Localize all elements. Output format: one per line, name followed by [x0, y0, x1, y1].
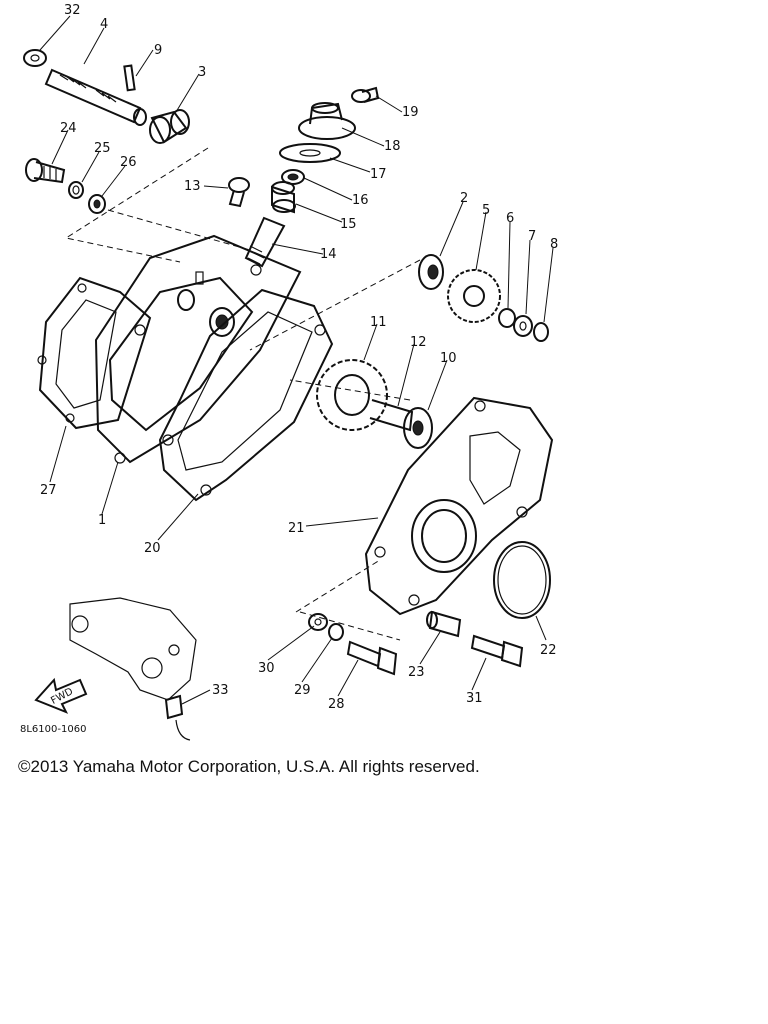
part-28-bolt: [346, 640, 398, 676]
part-13-screw: [228, 177, 250, 208]
part-11-gear: [316, 359, 388, 431]
part-24-bolt: [25, 158, 66, 184]
callout-18: 18: [384, 139, 401, 154]
callout-26: 26: [120, 155, 137, 170]
callout-16: 16: [352, 193, 369, 208]
callout-2: 2: [460, 191, 468, 206]
drawing-code: 8L6100-1060: [20, 724, 86, 735]
part-20-gasket: [158, 288, 334, 502]
part-9-pin: [123, 64, 136, 92]
callout-6: 6: [506, 211, 514, 226]
part-5-sprocket: [447, 269, 501, 323]
parts-exploded-diagram: 32 4 9 3 24 25 26 19 18 17 16 15 14 13 2…: [20, 3, 558, 741]
callout-30: 30: [258, 661, 275, 676]
part-8-circlip: [533, 322, 549, 342]
callout-19: 19: [402, 105, 419, 120]
part-17-gasket: [279, 143, 341, 163]
callout-10: 10: [440, 351, 457, 366]
part-14-speedometer-gear: [244, 216, 286, 268]
callout-20: 20: [144, 541, 161, 556]
callout-25: 25: [94, 141, 111, 156]
callout-27: 27: [40, 483, 57, 498]
callout-11: 11: [370, 315, 387, 330]
part-23-dowel: [426, 610, 462, 638]
part-7-washer: [513, 315, 533, 337]
callout-13: 13: [184, 179, 201, 194]
part-2-bearing: [418, 254, 444, 290]
callout-17: 17: [370, 167, 387, 182]
copyright-notice: ©2013 Yamaha Motor Corporation, U.S.A. A…: [18, 757, 480, 776]
callout-8: 8: [550, 237, 558, 252]
part-25-washer: [68, 181, 84, 199]
part-21-cover: [364, 396, 554, 616]
part-6-washer: [498, 308, 516, 328]
inset-engine-view: [69, 597, 197, 701]
part-1-case: [94, 234, 302, 464]
part-30-washer: [308, 613, 328, 631]
part-31-bolt: [470, 634, 524, 668]
callout-22: 22: [540, 643, 557, 658]
part-12-shaft: [369, 399, 414, 432]
part-16-oil-seal: [281, 169, 305, 185]
part-4-worm-shaft: [44, 68, 147, 126]
callout-7: 7: [528, 229, 536, 244]
part-29-washer: [328, 623, 344, 641]
callout-1: 1: [98, 513, 106, 528]
callout-33: 33: [212, 683, 229, 698]
fwd-arrow-icon: [34, 677, 88, 714]
callout-31: 31: [466, 691, 483, 706]
part-27-gasket: [37, 276, 152, 430]
part-3-bushing: [149, 109, 190, 144]
leader-lines: [39, 15, 554, 705]
callout-28: 28: [328, 697, 345, 712]
callout-29: 29: [294, 683, 311, 698]
part-18-housing: [298, 102, 356, 140]
part-32-washer: [23, 49, 47, 67]
part-15-bushing: [271, 181, 296, 214]
part-22-o-ring: [493, 541, 551, 619]
part-10-bearing: [403, 407, 433, 449]
callout-3: 3: [198, 65, 206, 80]
callout-15: 15: [340, 217, 357, 232]
callout-labels: 32 4 9 3 24 25 26 19 18 17 16 15 14 13 2…: [20, 3, 558, 735]
callout-12: 12: [410, 335, 427, 350]
callout-23: 23: [408, 665, 425, 680]
callout-14: 14: [320, 247, 337, 262]
part-26-collar: [88, 194, 106, 214]
part-19-bolt: [351, 86, 380, 103]
callout-5: 5: [482, 203, 490, 218]
callout-9: 9: [154, 43, 162, 58]
callout-32: 32: [64, 3, 81, 18]
callout-21: 21: [288, 521, 305, 536]
part-33-clamp: [164, 694, 191, 741]
callout-4: 4: [100, 17, 108, 32]
callout-24: 24: [60, 121, 77, 136]
